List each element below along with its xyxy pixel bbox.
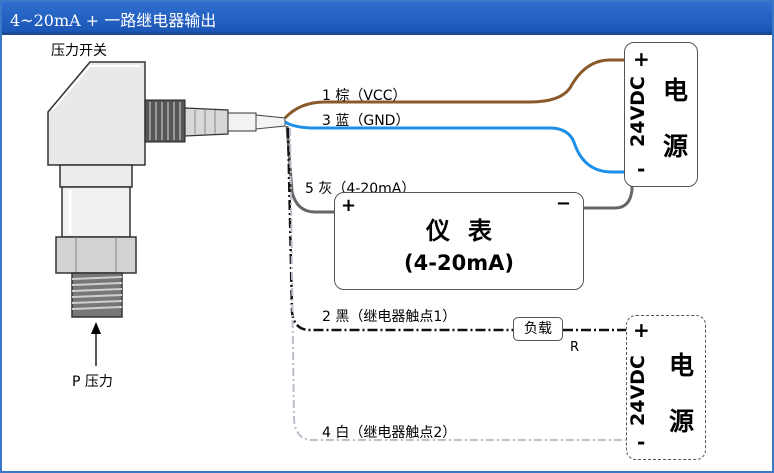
pressure-label: P 压力 bbox=[72, 374, 113, 390]
wire-gray-signal bbox=[285, 125, 340, 214]
psu1-minus: - bbox=[637, 157, 646, 181]
psu1-plus: + bbox=[633, 47, 650, 71]
load-box: 负载 bbox=[513, 317, 563, 341]
psu2-voltage: 24VDC bbox=[627, 355, 649, 426]
meter-minus: − bbox=[555, 193, 571, 214]
meter-name: 仪表 bbox=[426, 217, 510, 245]
sensor-label: 压力开关 bbox=[51, 43, 107, 59]
wire-label-white: 4 白（继电器触点2） bbox=[322, 425, 457, 441]
meter-box: + − 仪表 (4-20mA) bbox=[334, 192, 584, 290]
psu1-name-bottom: 源 bbox=[663, 132, 689, 161]
wire-brown-vcc bbox=[283, 58, 628, 120]
wire-blue-gnd bbox=[284, 120, 628, 174]
meter-plus: + bbox=[341, 195, 357, 216]
wire-label-blue: 3 蓝（GND） bbox=[322, 113, 410, 129]
psu1-name-top: 电 bbox=[663, 76, 689, 105]
wire-label-brown: 1 棕（VCC） bbox=[322, 88, 407, 104]
psu2-minus: - bbox=[637, 430, 646, 454]
wire-black-relay1 bbox=[286, 127, 515, 332]
psu1-voltage: 24VDC bbox=[627, 76, 649, 147]
resistor-label: R bbox=[570, 340, 580, 355]
meter-range: (4-20mA) bbox=[404, 251, 514, 275]
wire-label-black: 2 黑（继电器触点1） bbox=[322, 309, 457, 325]
psu2-plus: + bbox=[633, 318, 650, 342]
diagram-title: 4~20mA + 一路继电器输出 bbox=[10, 11, 217, 30]
title-bar: 4~20mA + 一路继电器输出 bbox=[2, 2, 772, 35]
psu2-name-top: 电 bbox=[669, 351, 695, 380]
pressure-switch-illustration bbox=[47, 61, 286, 366]
wire-white-relay2 bbox=[289, 127, 628, 441]
wire-gray-return bbox=[580, 180, 634, 210]
power-supply-bottom: + 24VDC 电 源 - bbox=[626, 315, 706, 460]
psu2-name-bottom: 源 bbox=[669, 407, 695, 436]
power-supply-top: + 24VDC 电 源 - bbox=[624, 42, 698, 187]
